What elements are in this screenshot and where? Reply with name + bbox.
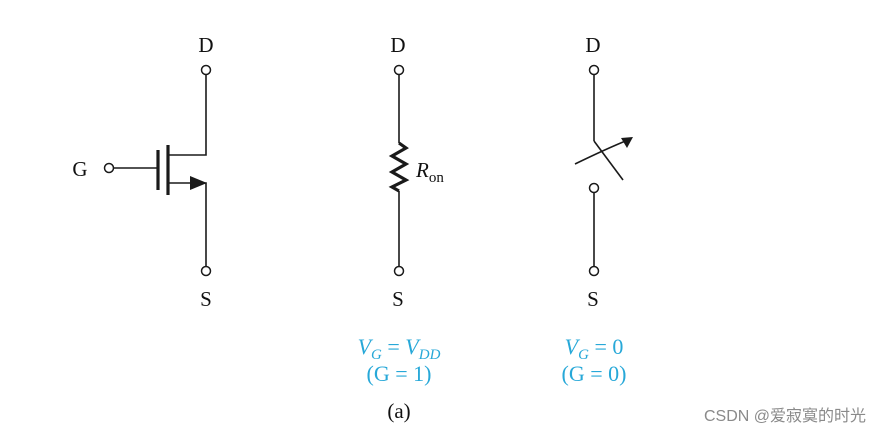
off-source-terminal xyxy=(588,265,600,277)
off-condition-equation: VG = 0 xyxy=(565,334,624,363)
resistance-label: Ron xyxy=(415,158,444,186)
transistor-drain-terminal xyxy=(200,64,212,76)
on-source-label: S xyxy=(392,287,404,311)
on-source-terminal xyxy=(393,265,405,277)
on-drain-terminal xyxy=(393,64,405,76)
transistor-gate-label: G xyxy=(72,157,87,181)
off-state-model: D S VG = 0 (G = 0) xyxy=(562,33,633,386)
transistor-drain-label: D xyxy=(198,33,213,57)
off-switch-rotation-arc xyxy=(574,139,629,165)
transistor-gate-terminal xyxy=(103,162,115,174)
resistance-symbol: R xyxy=(415,158,429,182)
resistance-subscript: on xyxy=(429,170,445,186)
off-condition-logic: (G = 0) xyxy=(562,361,627,386)
off-switch-rotation-arrow-icon xyxy=(621,137,633,148)
transistor-source-wire xyxy=(168,182,207,266)
off-switch-contact-terminal xyxy=(588,182,600,194)
csdn-watermark: CSDN @爱寂寞的时光 xyxy=(704,407,866,425)
off-switch-blade xyxy=(593,140,624,181)
on-condition-logic: (G = 1) xyxy=(367,361,432,386)
on-drain-label: D xyxy=(390,33,405,57)
off-source-label: S xyxy=(587,287,599,311)
transistor-source-terminal xyxy=(200,265,212,277)
transistor-drain-wire xyxy=(168,74,207,156)
on-state-model: D S Ron VG = VDD (G = 1) xyxy=(358,33,445,386)
transistor-source-arrow-icon xyxy=(190,176,207,190)
on-resistor-icon xyxy=(388,141,410,193)
figure-caption: (a) xyxy=(387,399,410,423)
nmos-transistor-symbol: D G S xyxy=(72,33,213,311)
off-drain-terminal xyxy=(588,64,600,76)
off-drain-label: D xyxy=(585,33,600,57)
transistor-source-label: S xyxy=(200,287,212,311)
on-condition-equation: VG = VDD xyxy=(358,334,441,363)
